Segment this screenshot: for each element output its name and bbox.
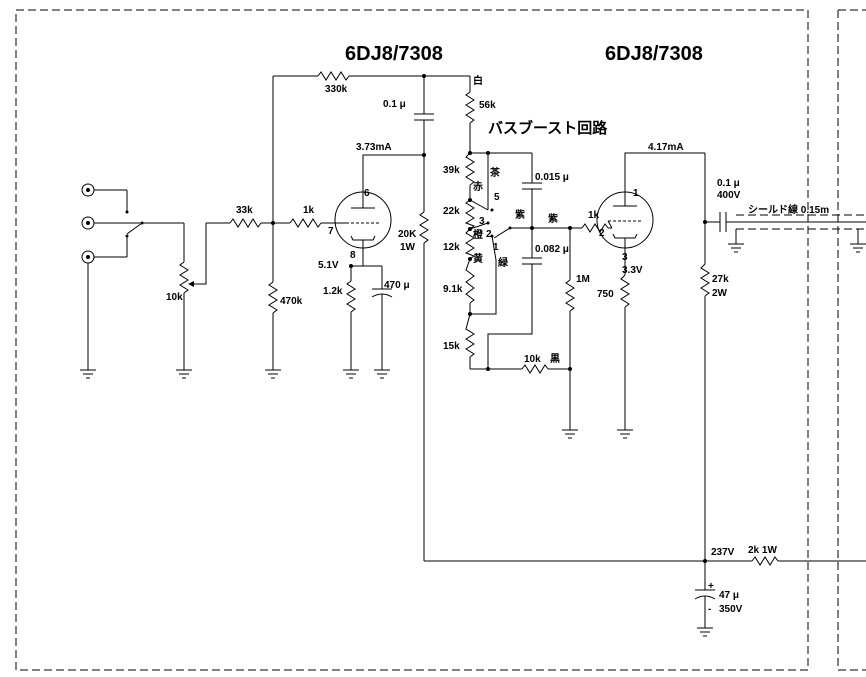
current-left: 3.73mA (356, 142, 392, 153)
label-vol10k: 10k (166, 292, 183, 303)
resistor-470k (268, 281, 278, 314)
wire-purple2: 紫 (548, 212, 558, 225)
voltage-5-1: 5.1V (318, 260, 339, 271)
label-c47u-v: 350V (719, 604, 743, 615)
wire-orange: 橙 (473, 228, 484, 241)
resistor-12k (464, 228, 476, 260)
wire-white: 白 (473, 74, 483, 87)
tube-left (334, 191, 392, 249)
label-r10k-bottom: 10k (524, 354, 541, 365)
voltage-237: 237V (711, 547, 735, 558)
ground-symbols (80, 243, 866, 637)
label-r470k: 470k (280, 296, 303, 307)
label-r750: 750 (597, 289, 614, 300)
input-jacks (81, 183, 140, 370)
label-r12k: 12k (443, 242, 460, 253)
wire-green: 緑 (498, 256, 509, 269)
cap-minus: - (708, 604, 711, 615)
pin-r-plate: 1 (633, 188, 639, 199)
wire-brown: 茶 (489, 166, 501, 179)
tube-left-name: 6DJ8/7308 (345, 43, 443, 65)
resistor-33k (229, 218, 262, 228)
resistor-10k-bottom (521, 364, 549, 374)
label-r27k-w: 2W (712, 288, 728, 299)
tube-right (596, 191, 654, 249)
resistor-22k (464, 199, 476, 230)
pin-sw2: 2 (486, 229, 492, 240)
label-r2k: 2k 1W (748, 545, 777, 556)
pin-l-grid: 7 (328, 226, 334, 237)
resistor-9-1k (465, 258, 475, 304)
label-r1k-right: 1k (588, 210, 600, 221)
resistor-56k (465, 91, 475, 124)
wire-red: 赤 (473, 180, 483, 193)
label-r39k: 39k (443, 165, 460, 176)
volume-pot (179, 223, 207, 370)
resistor-330k (317, 71, 350, 81)
bass-selector-switch (493, 227, 511, 239)
pin-sw1: 1 (493, 242, 499, 253)
label-r27k: 27k (712, 274, 729, 285)
label-c47u: 47 μ (719, 590, 739, 601)
label-r1k-left: 1k (303, 205, 315, 216)
label-r20k: 20K (398, 229, 417, 240)
label-r22k: 22k (443, 206, 460, 217)
pin-r-grid: 2 (599, 228, 605, 239)
resistor-1m (565, 279, 575, 312)
label-r9-1k: 9.1k (443, 284, 463, 295)
label-c01u-out-v: 400V (717, 190, 741, 201)
circuit-title: バスブースト回路 (488, 119, 608, 137)
label-r15k: 15k (443, 341, 460, 352)
voltage-3-3: 3.3V (622, 265, 643, 276)
wire-black: 黒 (550, 353, 560, 365)
resistor-20k (419, 211, 429, 244)
current-right: 4.17mA (648, 142, 684, 153)
resistor-39k (465, 152, 475, 186)
label-c01u-left: 0.1 μ (383, 99, 406, 110)
label-r1m: 1M (576, 274, 590, 285)
input-selector-switch (125, 210, 184, 238)
label-c0015u: 0.015 μ (535, 172, 569, 183)
pin-sw5: 5 (494, 192, 500, 203)
label-r56k: 56k (479, 100, 496, 111)
label-c0082u: 0.082 μ (535, 244, 569, 255)
resistor-15k (465, 313, 475, 358)
resistor-1-2k (346, 280, 356, 313)
wire-yellow: 黄 (473, 252, 483, 265)
resistor-2k (751, 556, 779, 566)
pin-sw3: 3 (479, 216, 485, 227)
pin-l-cathode: 8 (350, 250, 356, 261)
cap-plus: + (708, 581, 714, 592)
resistor-1k-left (289, 218, 322, 228)
label-r20k-w: 1W (400, 242, 416, 253)
resistor-1k-right (581, 223, 609, 233)
wire-purple1: 紫 (515, 208, 525, 221)
label-r33k: 33k (236, 205, 253, 216)
resistor-27k (700, 263, 710, 297)
resistor-750 (620, 274, 630, 308)
label-c01u-out: 0.1 μ (717, 178, 740, 189)
pin-l-plate: 6 (364, 188, 370, 199)
label-c470u: 470 μ (384, 280, 410, 291)
label-r1-2k: 1.2k (323, 286, 343, 297)
tube-right-name: 6DJ8/7308 (605, 43, 703, 65)
label-shield-cable: シールド線 0.15m (748, 203, 829, 216)
label-r330k: 330k (325, 84, 348, 95)
chassis-boundary (15, 9, 809, 671)
